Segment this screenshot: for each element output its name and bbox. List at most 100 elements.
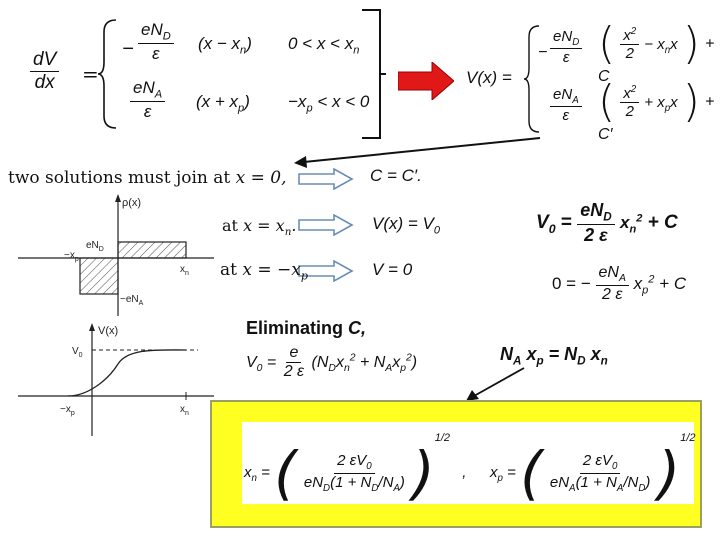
xn-fraction: 2 εV0 eND(1 + ND/NA): [301, 452, 408, 493]
connector-arrow: [294, 137, 541, 168]
xn-power: 1/2: [434, 432, 451, 444]
cond1-x: x = x: [243, 216, 285, 235]
zero-rest-sub: p: [642, 284, 649, 297]
xn-den-b: (1 + N: [330, 473, 372, 491]
vx-row2-num-sub: A: [572, 95, 579, 106]
left-brace: [98, 19, 117, 129]
row1-cond-sub: n: [353, 44, 360, 57]
xp-formula: xp = ( 2 εV0 eNA(1 + NA/ND) )1/2: [490, 432, 696, 502]
rho-left-sub: p: [75, 256, 79, 263]
minus-sign: −: [122, 38, 134, 60]
v-ylabel: V(x): [98, 325, 118, 337]
v0-rest-sup: 2: [636, 212, 643, 225]
cond2: at x = −xp: [220, 260, 308, 282]
v-left-text: −x: [60, 404, 71, 415]
vx-row1-rest-sub: n: [664, 44, 671, 56]
cond1-result: V(x) = V0: [372, 214, 440, 236]
xp-num-sub: 0: [611, 461, 618, 473]
vx-brace: [524, 25, 540, 133]
row2-num: eN: [133, 78, 155, 97]
rho-bottom-sub: A: [139, 300, 144, 307]
vx-row2-inner-fraction: x2 2: [620, 84, 640, 121]
vx-row2-rest-end: x: [670, 93, 678, 111]
neut-eq: =: [543, 344, 565, 364]
zero-fraction: eNA 2 ε: [595, 264, 629, 305]
v0f-num: e: [286, 344, 302, 364]
xn-den-b-sub: D: [371, 482, 379, 494]
vx-row2-num: eN: [553, 86, 573, 103]
hollow-arrow-1: [298, 168, 354, 190]
v0-fraction: eND 2 ε: [577, 200, 615, 246]
xp-den-b: (1 + N: [575, 473, 617, 491]
xp-den-d: ): [645, 473, 651, 491]
vx-row1-inner-fraction: x2 2: [620, 26, 640, 63]
row2-condition: −xp < x < 0: [288, 92, 369, 114]
equals-sign: =: [82, 62, 99, 86]
right-bracket: [362, 9, 386, 139]
row2-cond-text: −x: [288, 92, 307, 111]
xp-num: 2 εV: [582, 452, 612, 470]
row2-factor-end: ): [244, 92, 250, 111]
vx-row2-const: + C′: [598, 93, 715, 144]
join-text: two solutions must join at: [8, 168, 231, 188]
v0f-eq: =: [266, 354, 277, 372]
zero-equation: 0 = − eNA 2 ε xp2 + C: [552, 264, 686, 305]
xp-lhs: x: [490, 464, 498, 481]
cond1: at x = xn.: [222, 216, 297, 239]
v0-label-text: V: [72, 346, 79, 357]
v0-const: + C: [647, 211, 678, 233]
vx-row2-rest-text: + x: [644, 93, 665, 111]
xn-rparen: ): [412, 439, 435, 508]
rho-bottom-text: −eN: [120, 294, 139, 305]
neut-c-sub: D: [577, 354, 586, 368]
zero-rest: x: [633, 273, 643, 293]
v0-num: eN: [580, 200, 604, 220]
rho-ylabel: ρ(x): [122, 197, 141, 209]
rho-bottom-label: −eNA: [120, 294, 144, 307]
cond1-result-sub: 0: [433, 224, 441, 237]
dvdx-equation: dV dx = − eND ε (x − xn) 0 < x < xn eNA …: [30, 18, 375, 130]
v0f-sub2: A: [385, 363, 393, 375]
xp-lparen: (: [520, 439, 543, 508]
join-result: C = C′.: [370, 166, 422, 185]
rho-left-label: −xp: [64, 250, 79, 263]
row1-fraction: eND ε: [138, 20, 174, 64]
v0f-x1: x: [335, 354, 344, 372]
xp-den-c-sub: D: [638, 482, 646, 494]
xp-den-b-sub: A: [616, 482, 624, 494]
zero-lhs: 0 = −: [552, 273, 591, 293]
join-line: two solutions must join at x = 0,: [8, 168, 287, 188]
v0f-fraction: e 2 ε: [281, 344, 307, 382]
v0-equation: V0 = eND 2 ε xn2 + C: [536, 200, 678, 246]
v0f-lhs-sub: 0: [256, 363, 263, 375]
xn-eq: =: [256, 464, 270, 481]
v0f-x2-sup: 2: [406, 352, 412, 364]
row1-cond-text: 0 < x < x: [288, 34, 354, 53]
xn-lhs-sub: n: [251, 473, 257, 484]
vx-row2-fraction: eNA ε: [550, 86, 582, 124]
row2-factor-sub: p: [238, 102, 245, 115]
row1-factor-sub: n: [240, 44, 247, 57]
vx-lhs: V(x) =: [466, 68, 512, 87]
xp-den-c: /N: [623, 473, 639, 491]
dvdx-lhs: dV dx: [30, 49, 60, 94]
v-left-label: −xp: [60, 404, 75, 417]
result-box: xn = ( 2 εV0 eND(1 + ND/NA) )1/2 , xp = …: [210, 400, 702, 528]
vx-row1-rest-end: x: [670, 35, 678, 53]
row2-den: ε: [143, 102, 152, 122]
vx-equation: V(x) = − eND ε ( x2 2 − xnx ) + C eNA ε …: [466, 22, 716, 144]
xp-rparen: ): [657, 439, 681, 508]
neut-a-sub: A: [513, 354, 522, 368]
row1-factor: (x − xn): [198, 34, 252, 56]
row2-num-sub: A: [154, 88, 163, 101]
v0f-close: ): [411, 354, 418, 372]
vx-row2-rparen: ): [682, 76, 700, 127]
potential-curve: [67, 349, 187, 397]
row2-fraction: eNA ε: [130, 78, 166, 122]
vx-row1-rest-text: − x: [644, 35, 665, 53]
zero-den: 2 ε: [602, 286, 623, 304]
row2-cond-sub: p: [306, 102, 313, 115]
potential-graph: V(x) V0 −xp xn: [18, 323, 214, 436]
v-right-label: xn: [180, 404, 189, 417]
row1-condition: 0 < x < xn: [288, 34, 359, 56]
